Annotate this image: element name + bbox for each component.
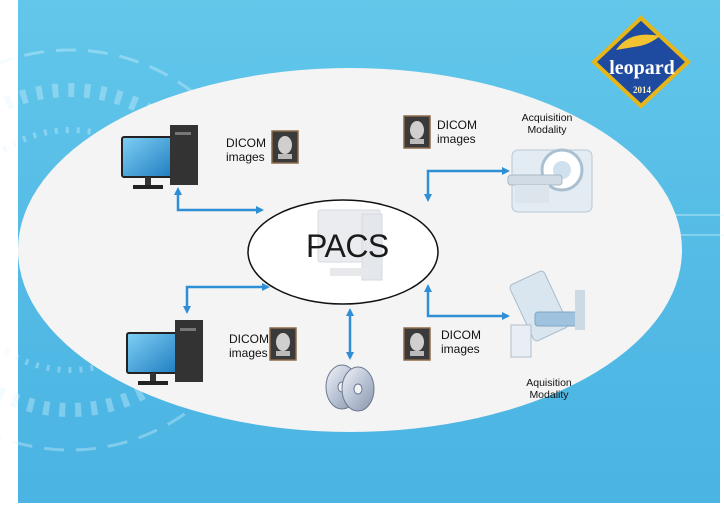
dicom-image-icon <box>403 115 431 149</box>
mri-scanner-icon <box>507 148 593 213</box>
logo-name: leopard <box>609 57 675 79</box>
dicom-label-line2: images <box>229 346 268 361</box>
arrow-top-right <box>424 167 510 202</box>
dicom-image-icon <box>403 327 431 361</box>
leopard-logo <box>591 15 691 109</box>
computer-workstation-icon <box>121 125 198 189</box>
dicom-label-line2: images <box>441 342 480 357</box>
dicom-label-line2: images <box>437 132 476 147</box>
slide-bottom-margin <box>0 503 724 521</box>
dicom-label-line1: DICOM <box>441 328 481 342</box>
dicom-label-top-left: DICOM images <box>226 136 286 164</box>
modality-label-line2: Modality <box>529 389 569 402</box>
modality-label-line1: Aquisition <box>526 377 572 389</box>
modality-label-line1: Acquisition <box>521 112 573 124</box>
computer-workstation-icon <box>126 320 203 385</box>
dicom-label-bottom-left: DICOM images <box>229 332 289 360</box>
dicom-label-line2: images <box>226 150 265 165</box>
dicom-label-line1: DICOM <box>226 136 266 150</box>
modality-label-bottom: Aquisition Modality <box>509 377 589 402</box>
leopard-head-icon <box>616 34 660 50</box>
modality-label-top: Acquisition Modality <box>507 112 587 137</box>
pacs-server-icon <box>317 209 383 281</box>
optical-disc-icon <box>325 364 375 412</box>
xray-machine-icon <box>509 270 585 358</box>
dicom-label-top-right: DICOM images <box>437 118 497 146</box>
slide-left-margin <box>0 0 18 521</box>
dicom-image-icon <box>269 327 297 361</box>
arrow-bottom-right <box>424 284 510 320</box>
dicom-label-line1: DICOM <box>229 332 269 346</box>
connection-arrows <box>174 167 510 360</box>
arrow-bottom-left <box>183 283 270 314</box>
pacs-label: PACS <box>306 228 389 264</box>
dicom-label-line1: DICOM <box>437 118 477 132</box>
logo-year: 2014 <box>633 85 651 95</box>
slide-right-margin <box>720 0 724 521</box>
modality-label-line2: Modality <box>527 124 567 137</box>
dicom-image-icon <box>271 130 299 164</box>
arrow-top-left <box>174 187 264 214</box>
dicom-label-bottom-right: DICOM images <box>441 328 501 356</box>
